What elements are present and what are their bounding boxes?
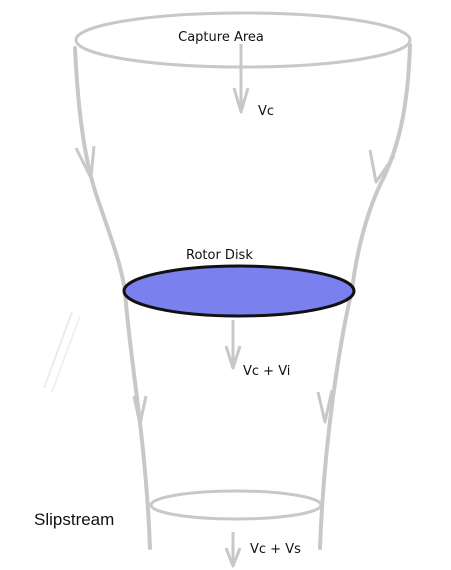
capture-area-ellipse <box>74 11 412 69</box>
right-lower-arrow-icon <box>316 389 334 424</box>
vc-vs-label: Vc + Vs <box>250 542 301 557</box>
left-streamline <box>73 46 152 550</box>
faint-mark <box>43 311 73 389</box>
rotor-disk <box>122 264 356 318</box>
left-upper-arrow-icon <box>74 145 96 180</box>
slipstream-label: Slipstream <box>34 510 114 529</box>
right-streamline <box>318 43 412 550</box>
rotor-disk-label: Rotor Disk <box>186 248 253 263</box>
vc-vi-arrow-icon <box>224 345 242 370</box>
faint-mark <box>51 315 81 393</box>
vc-vs-arrow-icon <box>224 547 242 568</box>
vc-vi-label: Vc + Vi <box>243 364 290 379</box>
slipstream-ellipse <box>149 489 323 521</box>
right-upper-arrow-icon <box>368 149 396 184</box>
vc-arrow-icon <box>232 87 250 114</box>
capture-area-label: Capture Area <box>178 30 264 45</box>
left-lower-arrow-icon <box>132 395 148 426</box>
vc-label: Vc <box>258 104 274 119</box>
